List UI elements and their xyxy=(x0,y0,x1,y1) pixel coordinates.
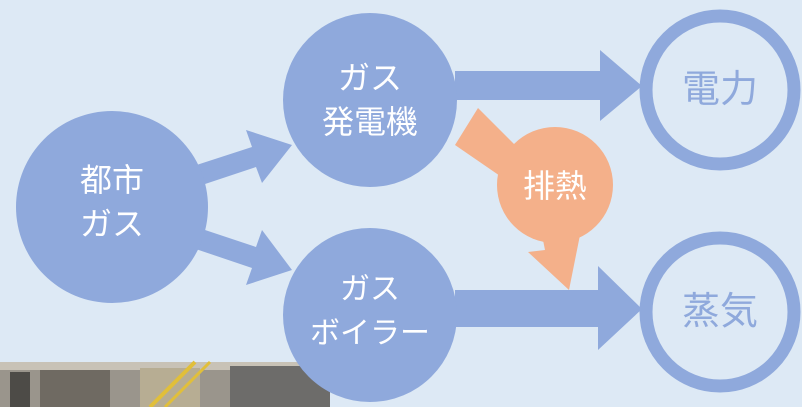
arrow-waste-heat xyxy=(455,108,582,290)
gas-boiler-node xyxy=(283,228,457,402)
arrow-citygas-to-boiler xyxy=(175,222,292,285)
arrow-boiler-to-steam xyxy=(455,266,642,350)
waste-heat-node xyxy=(497,127,613,243)
electricity-ring xyxy=(639,9,801,171)
electricity-label: 電力 xyxy=(681,67,758,111)
arrow-generator-to-electricity xyxy=(455,50,642,121)
steam-label: 蒸気 xyxy=(681,289,758,333)
steam-ring xyxy=(639,231,801,393)
waste-heat-label: 排熱 xyxy=(522,167,587,205)
city-gas-label: 都市 ガス xyxy=(79,161,144,243)
city-gas-node xyxy=(16,111,208,303)
gas-boiler-label: ガス ボイラー xyxy=(310,272,430,351)
gas-generator-node xyxy=(283,13,457,187)
arrow-citygas-to-generator xyxy=(175,130,292,192)
gas-generator-label: ガス 発電機 xyxy=(321,59,418,141)
